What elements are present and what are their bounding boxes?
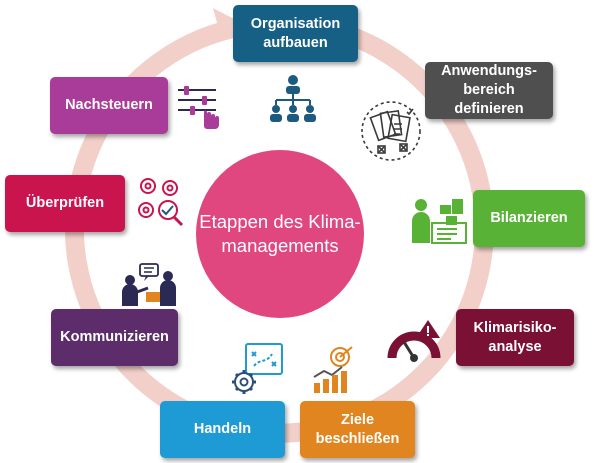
step-label: Organisation aufbauen [250, 15, 341, 51]
review-gears-icon [138, 178, 184, 227]
cycle-arrowhead [213, 8, 236, 30]
step-label: Ziele beschließen [315, 411, 400, 447]
people-discussion-icon [122, 263, 176, 306]
strategy-gear-icon [232, 343, 283, 394]
step-anwendungsbereich-definieren: Anwendungs-bereich definieren [425, 62, 553, 119]
step-nachsteuern: Nachsteuern [50, 77, 168, 134]
step-ueberpruefen: Überprüfen [5, 175, 125, 232]
step-handeln: Handeln [160, 401, 285, 458]
step-label: Klimarisiko-analyse [473, 319, 557, 355]
step-label: Nachsteuern [65, 97, 153, 113]
step-kommunizieren: Kommunizieren [51, 309, 178, 366]
step-label: Anwendungs-bereich definieren [441, 63, 537, 117]
checklist-documents-icon [361, 101, 421, 161]
inventory-worker-icon [412, 199, 467, 244]
step-label: Bilanzieren [490, 210, 568, 226]
control-sliders-icon [178, 86, 219, 129]
step-bilanzieren: Bilanzieren [473, 190, 585, 247]
risk-gauge-icon [387, 320, 441, 362]
step-ziele-beschliessen: Ziele beschließen [300, 401, 415, 458]
center-circle: Etappen des Klima-managements [196, 150, 364, 318]
step-klimarisikoanalyse: Klimarisiko-analyse [456, 309, 574, 366]
org-chart-icon [270, 75, 316, 122]
step-label: Handeln [193, 421, 252, 437]
cycle-ring-path [64, 15, 494, 443]
step-label: Überprüfen [25, 195, 105, 211]
center-title: Etappen des Klima-managements [199, 211, 361, 256]
target-growth-chart-icon [313, 346, 353, 393]
step-organisation-aufbauen: Organisation aufbauen [233, 5, 358, 62]
step-label: Kommunizieren [60, 329, 169, 345]
